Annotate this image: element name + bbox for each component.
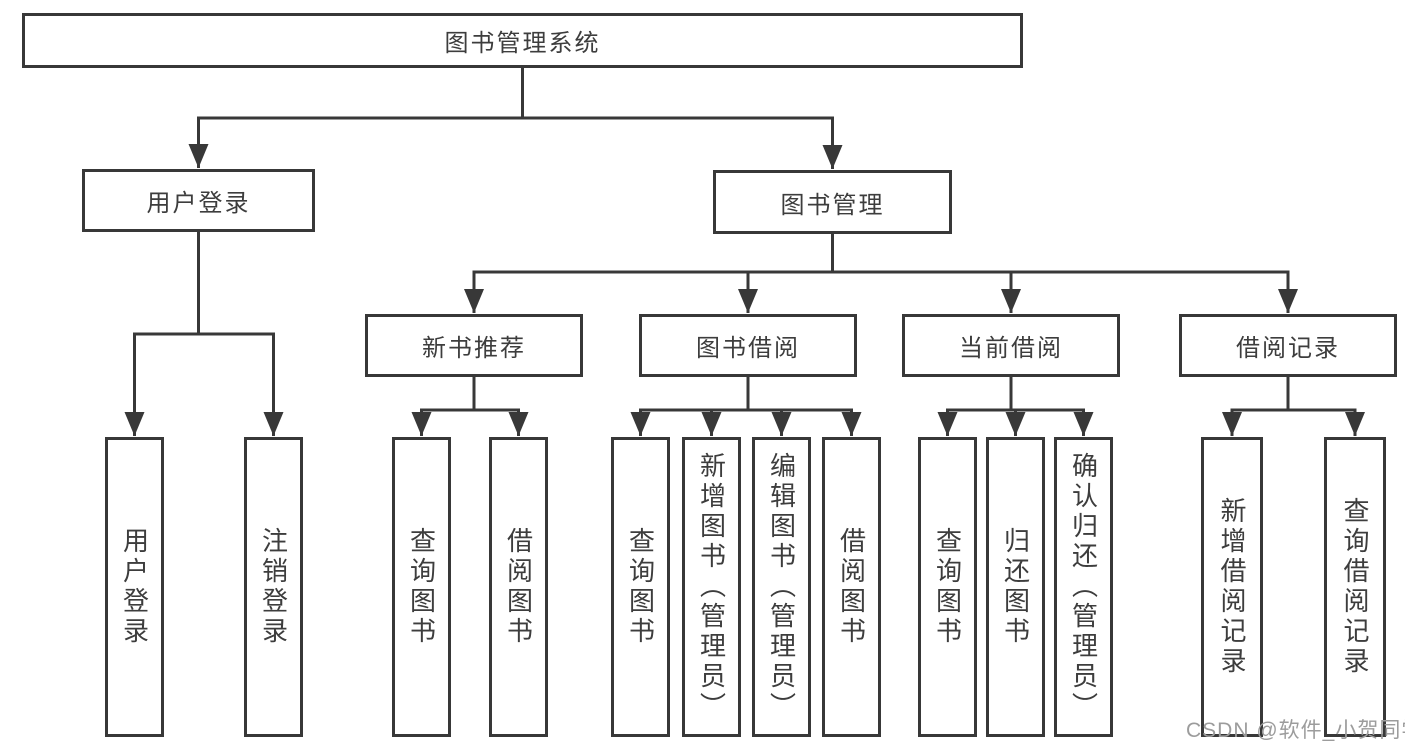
leaf-borrow-books-recommend: 借阅图书 bbox=[489, 437, 548, 737]
node-root: 图书管理系统 bbox=[22, 13, 1023, 68]
edge-borrowing-records-children bbox=[1222, 377, 1365, 436]
node-user-login-label: 用户登录 bbox=[146, 190, 251, 217]
edge-new-book-recommend-children bbox=[411, 377, 529, 436]
leaf-user-login-label: 用户登录 bbox=[119, 527, 150, 647]
node-book-borrowing: 图书借阅 bbox=[639, 314, 857, 377]
node-book-borrowing-label: 图书借阅 bbox=[696, 335, 800, 362]
leaf-query-books-recommend: 查询图书 bbox=[392, 437, 451, 737]
node-new-book-recommend-label: 新书推荐 bbox=[422, 335, 526, 362]
node-root-label: 图书管理系统 bbox=[444, 30, 601, 57]
leaf-edit-books-admin-label: 编辑图书（管理员） bbox=[766, 452, 797, 722]
leaf-user-login: 用户登录 bbox=[105, 437, 164, 737]
leaf-edit-books-admin: 编辑图书（管理员） bbox=[752, 437, 811, 737]
leaf-query-books-borrowing-label: 查询图书 bbox=[625, 527, 656, 647]
node-current-borrowing: 当前借阅 bbox=[902, 314, 1120, 377]
leaf-confirm-return-admin: 确认归还（管理员） bbox=[1054, 437, 1113, 737]
edge-root-children bbox=[188, 68, 843, 169]
leaf-add-books-admin-label: 新增图书（管理员） bbox=[696, 452, 727, 722]
leaf-borrow-books-borrowing: 借阅图书 bbox=[822, 437, 881, 737]
leaf-query-borrow-record: 查询借阅记录 bbox=[1324, 437, 1386, 737]
leaf-query-books-current-label: 查询图书 bbox=[932, 527, 963, 647]
node-current-borrowing-label: 当前借阅 bbox=[959, 335, 1063, 362]
node-user-login: 用户登录 bbox=[82, 169, 315, 232]
leaf-add-borrow-record: 新增借阅记录 bbox=[1201, 437, 1263, 737]
leaf-logout: 注销登录 bbox=[244, 437, 303, 737]
leaf-query-books-borrowing: 查询图书 bbox=[611, 437, 670, 737]
leaf-logout-label: 注销登录 bbox=[258, 527, 289, 647]
leaf-return-books: 归还图书 bbox=[986, 437, 1045, 737]
leaf-query-books-recommend-label: 查询图书 bbox=[406, 527, 437, 647]
leaf-add-books-admin: 新增图书（管理员） bbox=[682, 437, 741, 737]
edge-book-management-children bbox=[464, 234, 1298, 313]
node-book-management: 图书管理 bbox=[713, 170, 952, 234]
node-new-book-recommend: 新书推荐 bbox=[365, 314, 583, 377]
node-borrowing-records: 借阅记录 bbox=[1179, 314, 1397, 377]
leaf-query-borrow-record-label: 查询借阅记录 bbox=[1340, 497, 1370, 677]
leaf-add-borrow-record-label: 新增借阅记录 bbox=[1217, 497, 1247, 677]
edge-user-login-children bbox=[124, 232, 284, 436]
node-book-management-label: 图书管理 bbox=[780, 191, 885, 219]
leaf-borrow-books-borrowing-label: 借阅图书 bbox=[836, 527, 867, 647]
edge-book-borrowing-children bbox=[630, 377, 862, 436]
watermark: CSDN @软件_小贺同学 bbox=[1186, 719, 1405, 742]
edge-current-borrowing-children bbox=[937, 377, 1094, 436]
leaf-confirm-return-admin-label: 确认归还（管理员） bbox=[1068, 452, 1099, 722]
node-borrowing-records-label: 借阅记录 bbox=[1236, 335, 1340, 362]
leaf-query-books-current: 查询图书 bbox=[918, 437, 977, 737]
leaf-return-books-label: 归还图书 bbox=[1000, 527, 1031, 647]
leaf-borrow-books-recommend-label: 借阅图书 bbox=[503, 527, 534, 647]
